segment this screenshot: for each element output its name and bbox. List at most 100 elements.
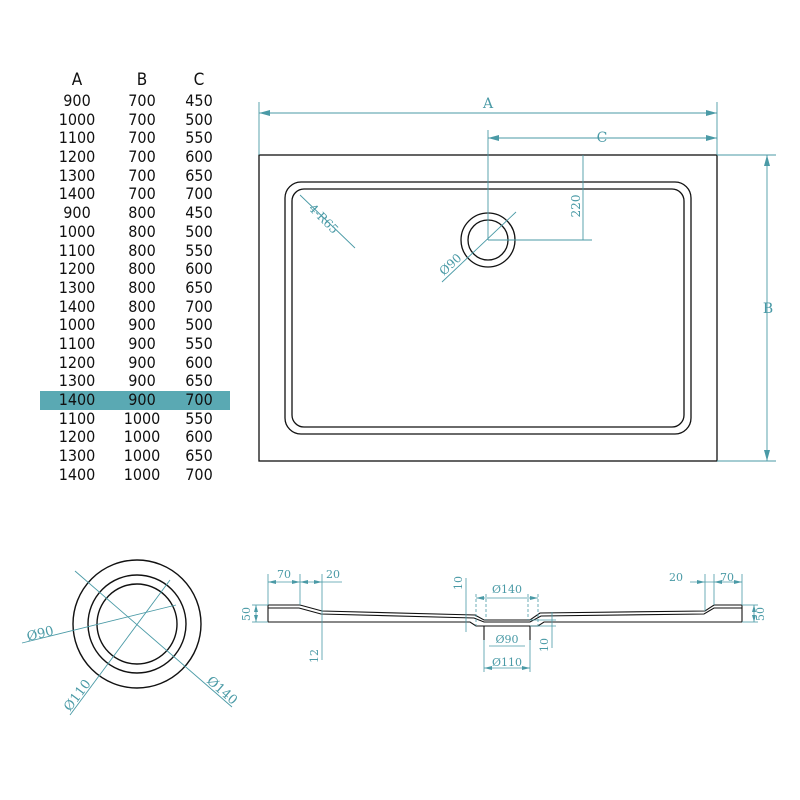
size-table-header: A B C: [40, 68, 230, 92]
size-cell-c: 650: [185, 371, 213, 391]
size-cell-b: 900: [128, 390, 156, 409]
drain-ring-outer: [72, 559, 202, 689]
size-cell-a: 1400: [58, 390, 96, 409]
size-cell-c: 600: [185, 259, 213, 279]
dim-label-220: 220: [569, 195, 583, 218]
size-cell-b: 900: [128, 333, 156, 353]
section-label-right-70: 70: [720, 571, 734, 584]
size-cell-a: 1300: [58, 371, 96, 391]
drain-detail: [72, 559, 202, 689]
size-cell-a: 900: [63, 91, 91, 110]
size-cell-a: 1100: [58, 128, 96, 148]
size-cell-c: 500: [185, 221, 213, 241]
size-cell-c: 500: [185, 109, 213, 129]
size-cell-c: 700: [185, 296, 213, 316]
drain-label-140: Ø140: [203, 674, 240, 709]
size-cell-c: 600: [185, 147, 213, 167]
drain-label-110: Ø110: [61, 677, 94, 714]
size-cell-a: 1200: [58, 352, 96, 372]
size-cell-b: 800: [128, 203, 156, 223]
size-row: 1000 700 500: [40, 109, 230, 130]
size-cell-c: 550: [185, 408, 213, 428]
size-cell-b: 700: [128, 165, 156, 185]
header-a: A: [71, 70, 83, 90]
section-label-right-20: 20: [669, 571, 683, 584]
size-cell-a: 1000: [58, 315, 96, 335]
size-cell-a: 1400: [58, 296, 96, 316]
size-cell-a: 1200: [58, 259, 96, 279]
plan-arrows: [259, 110, 770, 461]
size-cell-c: 550: [185, 240, 213, 260]
size-cell-c: 550: [185, 128, 213, 148]
size-cell-c: 650: [185, 446, 213, 466]
size-cell-b: 700: [128, 128, 156, 148]
size-cell-b: 1000: [123, 408, 161, 428]
drain-ring-middle: [87, 574, 187, 674]
size-cell-c: 600: [185, 352, 213, 372]
size-cell-a: 1200: [58, 427, 96, 447]
size-cell-b: 900: [128, 371, 156, 391]
drain-detail-leaders: [21, 570, 233, 716]
size-cell-c: 700: [185, 464, 213, 484]
size-row-selected: 1400 900 700: [40, 390, 230, 410]
size-cell-b: 900: [128, 315, 156, 335]
size-cell-c: 700: [185, 390, 213, 409]
size-cell-b: 700: [128, 184, 156, 204]
size-row: 1100 1000 550: [40, 408, 230, 429]
section-label-d140: Ø140: [492, 583, 522, 596]
size-cell-c: 500: [185, 315, 213, 335]
size-cell-b: 800: [128, 259, 156, 279]
section-label-12: 12: [308, 649, 321, 663]
size-cell-a: 1000: [58, 109, 96, 129]
section-label-d90: Ø90: [495, 633, 518, 646]
plan-dimensions: [258, 102, 776, 462]
size-cell-c: 650: [185, 277, 213, 297]
size-cell-a: 1100: [58, 333, 96, 353]
size-row: 1000 900 500: [40, 316, 230, 335]
section-top-surface-inner: [268, 607, 742, 623]
size-cell-c: 600: [185, 427, 213, 447]
size-cell-b: 700: [128, 109, 156, 129]
section-label-top-10: 10: [452, 576, 465, 590]
dim-label-corner-radius: 4-R65: [306, 201, 341, 236]
size-row: 1200 800 600: [40, 259, 230, 279]
drain-ring-inner: [96, 583, 178, 665]
section-view: [267, 604, 743, 640]
size-cell-a: 1400: [58, 184, 96, 204]
drain-label-90: Ø90: [25, 624, 55, 645]
size-row: 1400 800 700: [40, 296, 230, 317]
section-bottom-surface: [268, 621, 742, 627]
section-label-bottom-10: 10: [538, 638, 551, 652]
dim-label-a: A: [482, 96, 494, 112]
size-cell-a: 1300: [58, 165, 96, 185]
size-cell-a: 1100: [58, 240, 96, 260]
section-arrows: [254, 580, 756, 670]
size-row: 1100 700 550: [40, 129, 230, 148]
size-cell-c: 450: [185, 91, 213, 110]
section-label-height-left: 50: [240, 607, 253, 621]
size-cell-a: 1100: [58, 408, 96, 428]
size-row: 1200 900 600: [40, 352, 230, 373]
size-cell-b: 700: [128, 147, 156, 167]
size-cell-b: 800: [128, 277, 156, 297]
section-label-height-right: 50: [754, 607, 767, 621]
size-cell-b: 800: [128, 240, 156, 260]
size-cell-b: 900: [128, 352, 156, 372]
header-c: C: [193, 70, 205, 90]
size-cell-b: 800: [128, 296, 156, 316]
section-label-d110: Ø110: [492, 656, 522, 669]
